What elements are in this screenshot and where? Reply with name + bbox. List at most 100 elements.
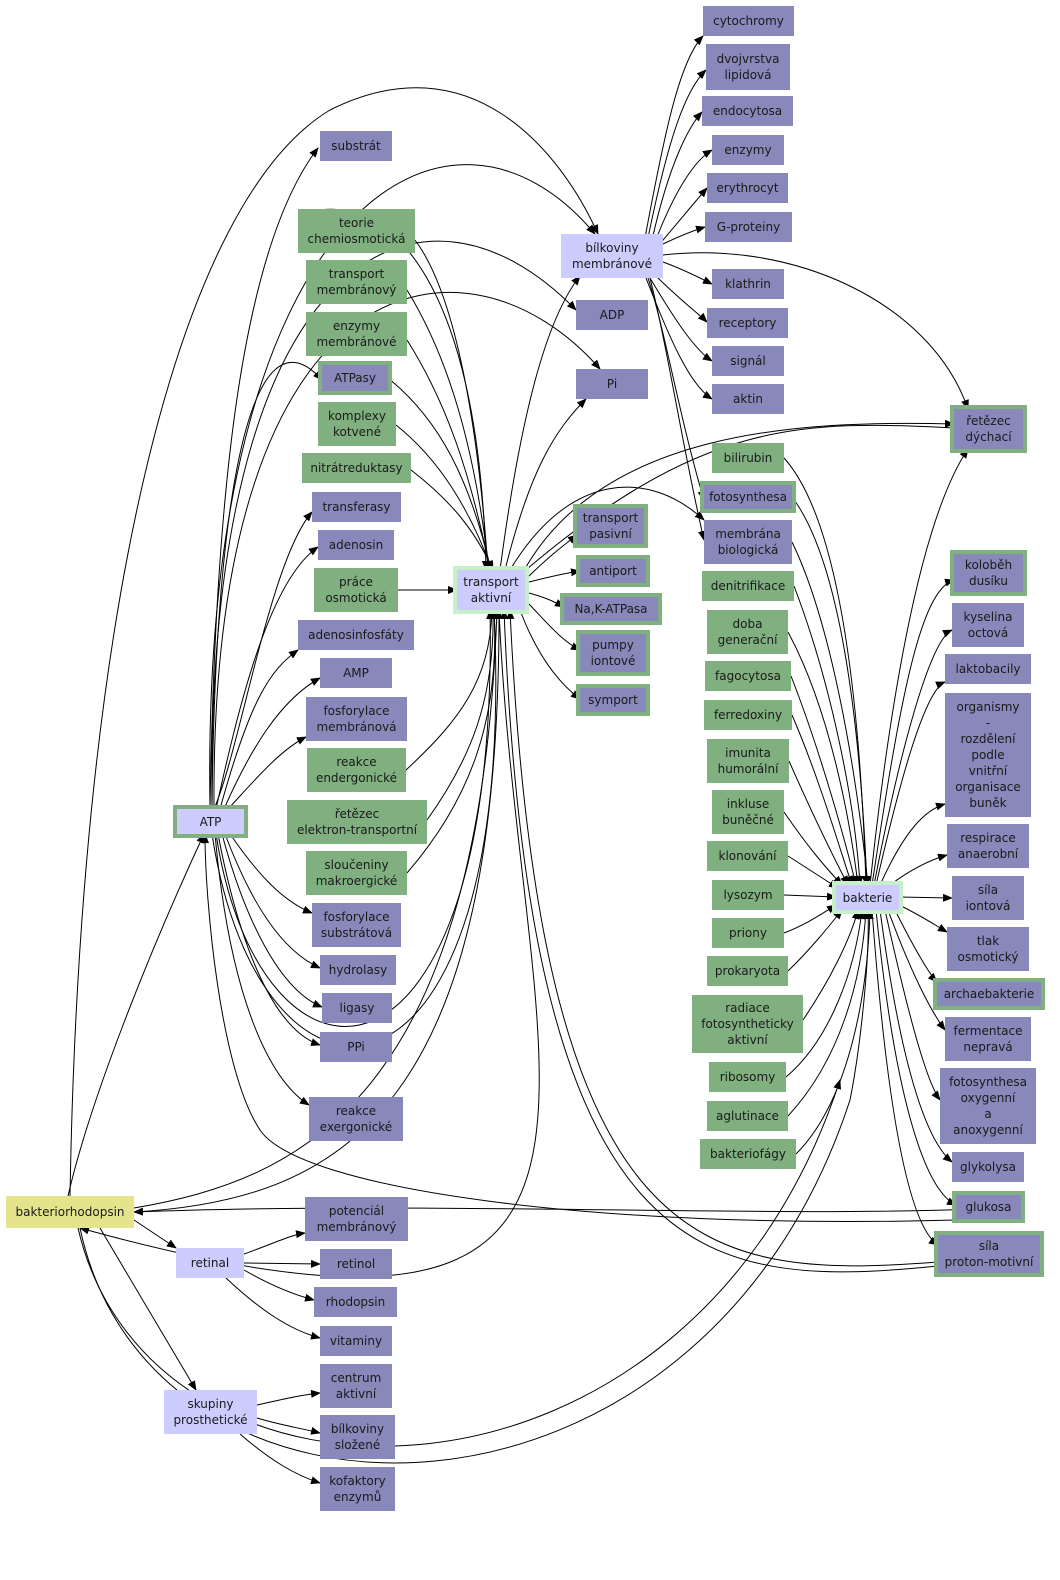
edge-arrow (875, 909, 957, 1206)
edge-arrow (662, 252, 969, 410)
edge-arrow (787, 855, 839, 889)
node-prace-osmoticka: práce osmotická (314, 568, 398, 612)
edge-arrow (99, 1227, 197, 1391)
edge-arrow (410, 469, 494, 571)
node-reakce-exergonicke: reakce exergonické (309, 1097, 403, 1141)
node-komplexy-kotvene: komplexy kotvené (318, 402, 396, 446)
edge-arrow (406, 609, 499, 874)
node-transferasy: transferasy (312, 492, 401, 522)
edge-arrow (77, 1079, 842, 1447)
edge-arrow (871, 909, 939, 1246)
edge-arrow (500, 609, 939, 1273)
node-rhodopsin: rhodopsin (314, 1287, 397, 1317)
node-lysozym: lysozym (712, 880, 784, 910)
node-membrana-biologicka: membrána biologická (704, 520, 792, 564)
node-slouceniny-makroergicke: sloučeniny makroergické (306, 851, 407, 895)
node-g-proteiny: G-proteiny (705, 212, 792, 242)
edge-arrow (506, 609, 939, 1267)
node-retinol: retinol (320, 1249, 392, 1279)
edge-arrow (406, 339, 493, 571)
node-kyselina-octova: kyselina octová (952, 603, 1024, 647)
edge-arrow (654, 274, 708, 323)
node-pi: Pi (576, 369, 648, 399)
node-cytochromy: cytochromy (703, 6, 794, 36)
edge-arrow (787, 631, 861, 886)
node-substrat: substrát (320, 131, 392, 161)
node-ppi: PPi (320, 1032, 392, 1062)
edge-arrow (524, 534, 578, 581)
node-sila-proton-motivni: síla proton-motivní (938, 1235, 1040, 1273)
edge-arrow (243, 1269, 315, 1302)
node-fermentace-neprava: fermentace nepravá (945, 1017, 1031, 1061)
node-fotosynthesa-oxygenni: fotosynthesa oxygenní a anoxygenní (940, 1068, 1036, 1144)
node-nak-atpasa: Na,K-ATPasa (564, 597, 658, 621)
node-vitaminy: vitaminy (320, 1326, 392, 1356)
edge-arrow (524, 591, 565, 608)
node-bakterie: bakterie (836, 885, 899, 910)
node-glykolysa: glykolysa (952, 1152, 1024, 1182)
edge-arrow (783, 892, 837, 901)
node-adp: ADP (576, 300, 648, 330)
edge-arrow (644, 35, 704, 239)
edge-arrow (657, 187, 708, 247)
edge-arrow (802, 909, 860, 1021)
edge-arrow (406, 289, 492, 571)
edge-arrow (224, 833, 321, 969)
node-kofaktory-enzymu: kofaktory enzymů (320, 1467, 395, 1511)
node-bakteriorhodopsin: bakteriorhodopsin (6, 1196, 134, 1228)
node-fagocytosa: fagocytosa (705, 661, 791, 691)
node-radiace: radiace fotosyntheticky aktivní (692, 995, 803, 1053)
node-bilkoviny-membranove: bílkoviny membránové (561, 234, 663, 278)
edge-arrow (223, 677, 321, 810)
edge-arrow (521, 419, 955, 575)
edge-arrow (243, 1230, 306, 1255)
edge-arrow (217, 833, 321, 1046)
node-fotosynthesa: fotosynthesa (704, 485, 792, 509)
edge-arrow (884, 909, 941, 1101)
node-erythrocyt: erythrocyt (707, 173, 788, 203)
node-centrum-aktivni: centrum aktivní (320, 1364, 392, 1408)
node-bakteriofagy: bakteriofágy (700, 1139, 796, 1169)
edge-arrow (509, 486, 705, 571)
edge-arrow (795, 909, 874, 1155)
edge-arrow (887, 909, 946, 1031)
edge-arrow (790, 675, 858, 886)
edge-arrow (649, 277, 713, 362)
node-inkluse-bunecne: inkluse buněčné (712, 790, 784, 834)
edge-arrow (875, 681, 946, 886)
edge-arrow (791, 714, 853, 886)
node-sila-iontova: síla iontová (952, 876, 1024, 920)
node-retezec-dychaci: řetězec dýchací (954, 409, 1023, 449)
edge-arrow (225, 1277, 321, 1340)
edge-arrow (504, 398, 587, 571)
node-ribosomy: ribosomy (709, 1062, 786, 1092)
node-dvojvrstva-lipidova: dvojvrstva lipidová (706, 44, 790, 90)
node-teorie-chemiosmoticka: teorie chemiosmotická (298, 209, 415, 253)
edge-arrow (524, 568, 581, 584)
node-aktin: aktin (712, 384, 784, 414)
edge-arrow (662, 225, 706, 245)
edge-arrow (793, 585, 864, 886)
node-aglutinace: aglutinace (707, 1101, 788, 1131)
edge-arrow (201, 833, 957, 1223)
node-retinal: retinal (176, 1248, 244, 1278)
node-potencial-membranovy: potenciál membránový (305, 1197, 408, 1241)
edge-arrow (787, 909, 843, 972)
node-fosforylace-substratova: fosforylace substrátová (312, 903, 401, 947)
node-receptory: receptory (707, 308, 788, 338)
edge-arrow (256, 1417, 321, 1435)
node-skupiny-prosthetickE: skupiny prosthetické (164, 1390, 257, 1434)
node-transport-membranovy: transport membránový (306, 260, 407, 304)
edge-arrow (133, 1206, 1021, 1216)
edge-arrow (898, 893, 953, 902)
edge-arrow (214, 833, 310, 1106)
edge-arrow (243, 1259, 321, 1268)
edge-arrow (654, 149, 713, 243)
node-adenosin: adenosin (318, 530, 394, 560)
node-transport-pasivni: transport pasivní (577, 508, 644, 544)
node-antiport: antiport (580, 559, 646, 583)
node-adenosinfosfaty: adenosinfosfáty (298, 620, 414, 650)
node-laktobacily: laktobacily (945, 654, 1031, 684)
